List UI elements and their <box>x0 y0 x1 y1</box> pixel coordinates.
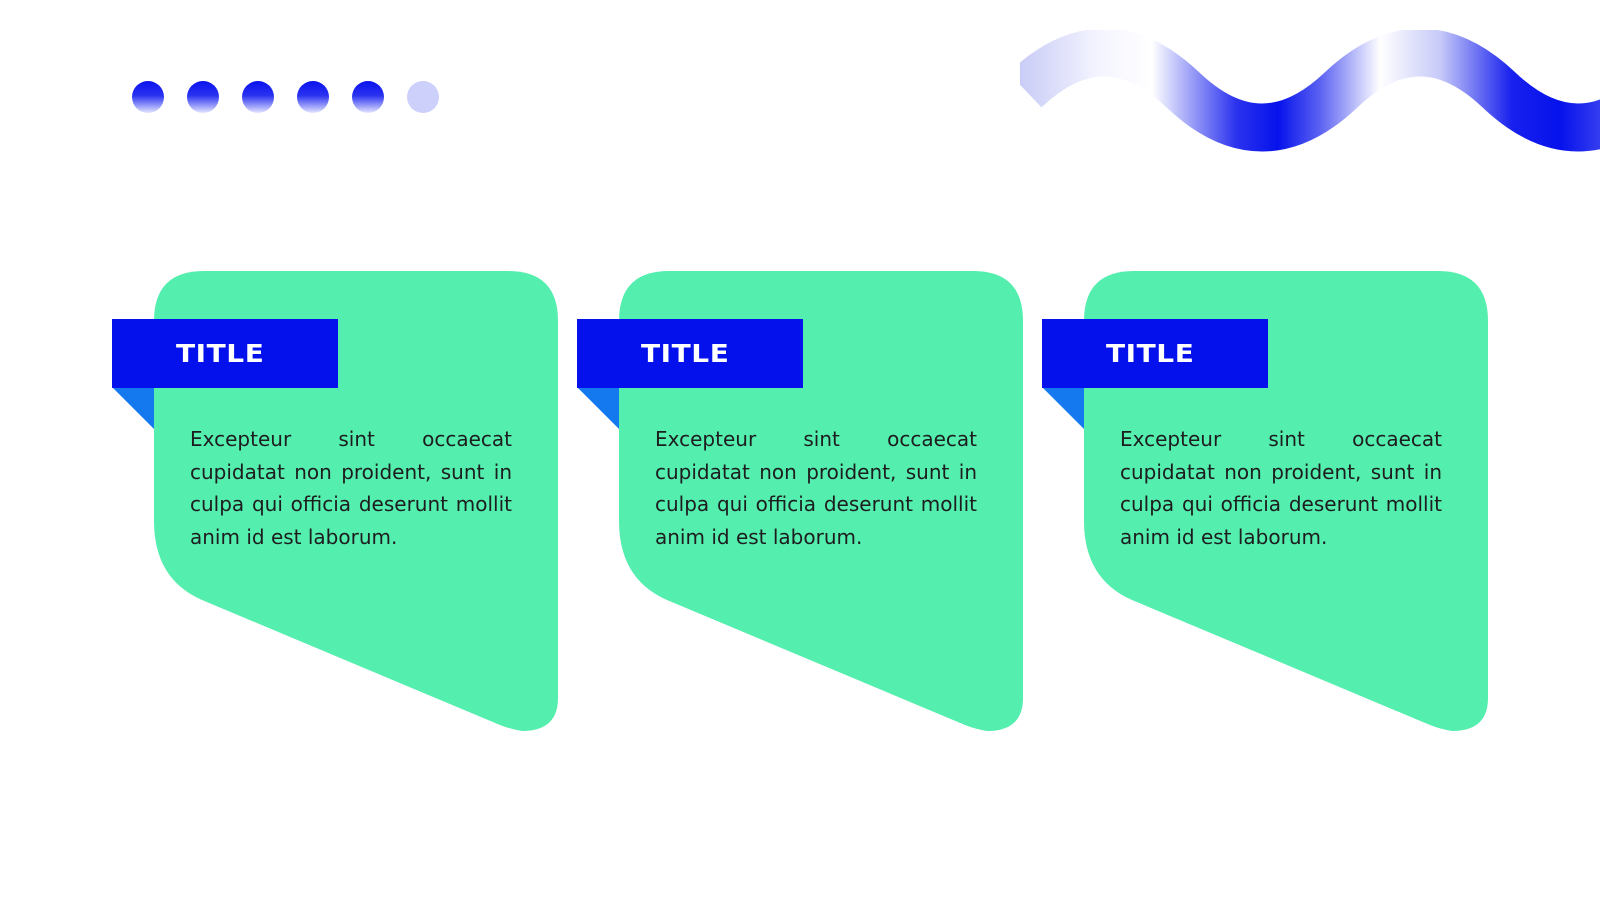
card-2-title: TITLE <box>641 339 730 368</box>
card-3-title: TITLE <box>1106 339 1195 368</box>
progress-dots <box>132 81 439 113</box>
card-3-tab-fold <box>1042 387 1084 429</box>
card-2-tab-fold <box>577 387 619 429</box>
dot-5 <box>352 81 384 113</box>
dot-2 <box>187 81 219 113</box>
wave-decoration <box>1020 30 1600 152</box>
card-2-title-tab: TITLE <box>577 319 803 388</box>
dot-6 <box>407 81 439 113</box>
dot-3 <box>242 81 274 113</box>
card-1-title: TITLE <box>176 339 265 368</box>
card-2-body: Excepteur sint occaecat cupidatat non pr… <box>655 427 977 549</box>
dot-1 <box>132 81 164 113</box>
card-3-body: Excepteur sint occaecat cupidatat non pr… <box>1120 427 1442 549</box>
card-3-title-tab: TITLE <box>1042 319 1268 388</box>
card-1-body: Excepteur sint occaecat cupidatat non pr… <box>190 427 512 549</box>
card-1-tab-fold <box>112 387 154 429</box>
card-1-title-tab: TITLE <box>112 319 338 388</box>
dot-4 <box>297 81 329 113</box>
